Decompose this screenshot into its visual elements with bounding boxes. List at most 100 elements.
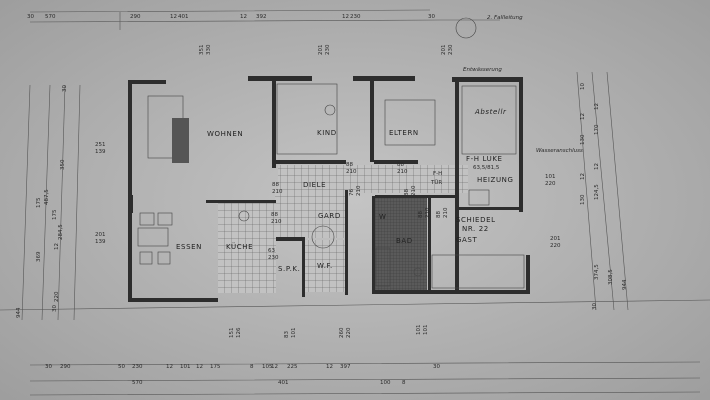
window-size-label-height: 139 [95,149,106,155]
dimension-bottom: 175 [210,364,221,370]
dimension-top: 12 [240,14,247,20]
dimension-top: 570 [45,14,56,20]
window-size-label-height: 139 [95,239,106,245]
dimension-top: 230 [350,14,361,20]
dimension-bottom: 8 [250,364,254,370]
window-size-label-height: 101 [423,325,429,336]
window-size-label-width: 351 [199,45,205,56]
dimension-bottom: 12 [271,364,278,370]
dimension-left: 12 [54,243,60,250]
dimension-right: 130 [580,134,586,145]
dimension-right: 308,5 [608,269,614,285]
dimension-right: 130 [580,194,586,205]
room-wf: W.F. [317,262,333,270]
annotation-entwaesserung: Entwässerung [463,67,502,73]
dimension-bottom: 50 [118,364,125,370]
room-essen: ESSEN [176,243,202,251]
dimension-bottom: 12 [326,364,333,370]
kueche-floor [218,203,276,293]
dimension-bottom: 290 [60,364,71,370]
door-opening-label-height: 210 [411,185,417,196]
annotation-fallleitung: 2. Fallleitung [487,15,523,21]
dimension-left: 30 [62,85,68,92]
window-size-label-width: 101 [545,174,556,180]
dimension-bottom: 401 [278,380,289,386]
label-fh-tuer-2: TÜR [430,179,442,186]
label-fh-luke: F-H LUKE [466,155,503,163]
dimension-left: 944 [16,307,22,318]
door-opening-label-width: 88 [271,212,278,218]
window-size-label-height: 230 [448,44,454,55]
door-opening-label-height: 230 [268,255,279,261]
window-size-label-height: 230 [325,44,331,55]
dimension-bottom: 30 [45,364,52,370]
door-opening-label-height: 210 [346,169,357,175]
dimension-left: 284,5 [58,224,64,240]
dimension-bottom: 570 [132,380,143,386]
window-size-label-height: 220 [545,181,556,187]
room-kueche: KÜCHE [226,242,253,251]
window-size-label-width: 201 [95,232,106,238]
label-fh-luke-size: 63,5/81,5 [473,165,500,171]
dimension-top: 30 [428,14,435,20]
door-opening-label-width: 88 [346,162,353,168]
dimension-bottom: 30 [433,364,440,370]
room-kind: KIND [317,129,337,137]
dimension-right: 374,5 [594,264,600,280]
dimension-right: 12 [594,103,600,110]
window-size-label-width: 101 [416,325,422,336]
window-size-label-width: 201 [318,45,324,56]
dimension-bottom: 12 [166,364,173,370]
label-fh-tuer-1: F-H [433,171,442,177]
walls [128,76,530,302]
dimension-right: 10 [580,83,586,90]
dimension-right: 12 [594,163,600,170]
dimension-bottom: 100 [380,380,391,386]
door-opening-label-height: 210 [272,189,283,195]
dimension-right: 12 [580,173,586,180]
window-size-label-width: 251 [95,142,106,148]
diele-floor [278,165,468,193]
dimension-left: 30 [52,305,58,312]
room-gast: GAST [456,236,477,244]
dimension-right: 170 [594,124,600,135]
dimension-bottom: 225 [287,364,298,370]
dimension-top: 12 [342,14,349,20]
dimension-left: 487,5 [44,189,50,205]
dimension-top: 30 [27,14,34,20]
window-size-label-height: 101 [291,328,297,339]
window-size-label-width: 201 [550,236,561,242]
dimension-left: 350 [60,159,66,170]
wf-floor [303,240,345,292]
table [172,118,189,163]
dimension-bottom: 230 [132,364,143,370]
window-size-label-height: 330 [206,44,212,55]
room-labels: WOHNEN KIND ELTERN Abstellr F-H LUKE 63,… [176,15,583,273]
room-bad: BAD [396,237,413,245]
door-opening-label-width: 76 [349,189,355,196]
dimension-top: 12 [170,14,177,20]
door-opening-label-width: 63 [268,248,275,254]
dimension-right: 124,5 [594,184,600,200]
door-opening-label-height: 210 [397,169,408,175]
window-size-label-width: 151 [229,328,235,339]
dimension-bottom: 8 [402,380,406,386]
door-opening-label-height: 210 [425,207,431,218]
room-abstellraum: Abstellr [474,108,507,116]
dimension-bottom: 105 [262,364,273,370]
door-opening-label-width: 88 [272,182,279,188]
dimension-lines [0,9,710,396]
dimension-bottom: 397 [340,364,351,370]
dimension-top: 290 [130,14,141,20]
furniture [137,17,525,289]
dimension-left: 369 [36,251,42,262]
dimension-bottom: 12 [196,364,203,370]
dimension-left: 220 [54,291,60,302]
window-size-label-height: 126 [236,327,242,338]
window-size-label-height: 220 [550,243,561,249]
dimension-top: 392 [256,14,267,20]
door-opening-label-width: 88 [397,162,404,168]
